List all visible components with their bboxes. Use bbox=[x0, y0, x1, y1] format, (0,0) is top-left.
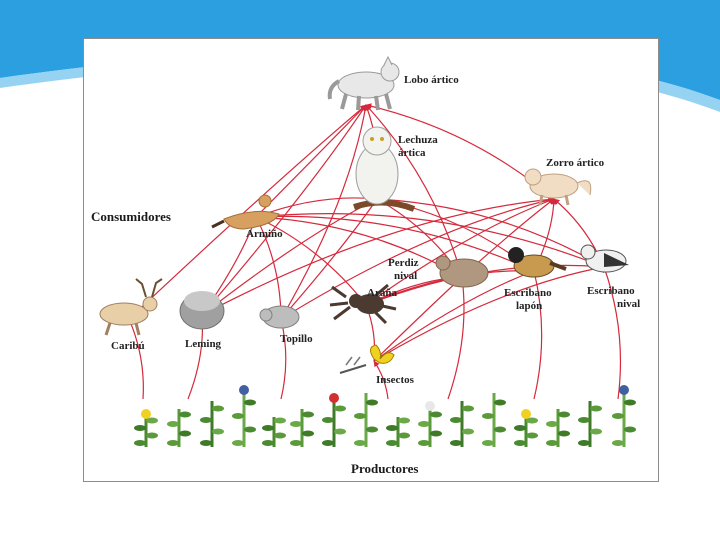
snow-bunting-illustration bbox=[581, 245, 629, 272]
plant bbox=[354, 393, 378, 447]
arrow-ptarmigan-to-ermine bbox=[256, 217, 462, 277]
plant bbox=[134, 409, 158, 447]
plant bbox=[322, 393, 346, 447]
producers-plants-row bbox=[134, 385, 636, 447]
plant bbox=[612, 385, 636, 447]
owl-label-line2: ártica bbox=[398, 147, 426, 159]
plant bbox=[200, 401, 224, 447]
spider-label: Araña bbox=[367, 287, 397, 299]
ptarmigan-label-line2: nival bbox=[394, 270, 417, 282]
lapland-bunting-label-line2: lapón bbox=[516, 300, 542, 312]
snow-bunting-label-line1: Escribano bbox=[587, 285, 635, 297]
wolf-label: Lobo ártico bbox=[404, 74, 459, 86]
caribou-illustration bbox=[100, 279, 162, 335]
insects-label: Insectos bbox=[376, 374, 415, 386]
arrow-plants-to-vole bbox=[281, 319, 286, 399]
vole-label: Topillo bbox=[280, 333, 313, 345]
food-web-diagram: Lobo ártico Lechuza ártica Zorro ártico … bbox=[84, 39, 660, 483]
arrow-plants-to-caribou bbox=[129, 319, 143, 399]
plant bbox=[262, 417, 286, 447]
caribou-label: Caribú bbox=[111, 340, 145, 352]
plant bbox=[386, 417, 410, 447]
lapland-bunting-label-line1: Escribano bbox=[504, 287, 552, 299]
plant bbox=[546, 409, 570, 447]
fox-label: Zorro ártico bbox=[546, 157, 605, 169]
lemming-illustration bbox=[180, 291, 224, 329]
plant bbox=[232, 385, 256, 447]
plant bbox=[514, 409, 538, 447]
plant bbox=[167, 409, 191, 447]
plant bbox=[290, 409, 314, 447]
ermine-label: Armiño bbox=[246, 228, 283, 240]
arctic-wolf-illustration bbox=[330, 57, 399, 110]
plant bbox=[482, 393, 506, 447]
lemming-label: Leming bbox=[185, 338, 222, 350]
plant bbox=[578, 401, 602, 447]
consumers-section-label: Consumidores bbox=[91, 209, 171, 224]
plant bbox=[450, 401, 474, 447]
ptarmigan-label-line1: Perdiz bbox=[388, 257, 419, 269]
lapland-bunting-illustration bbox=[508, 247, 566, 277]
arrow-plants-to-ptarmigan bbox=[448, 277, 464, 399]
vole-illustration bbox=[260, 306, 299, 328]
arrow-ermine-to-wolf bbox=[256, 105, 366, 217]
producers-section-label: Productores bbox=[351, 461, 418, 476]
food-web-figure: Lobo ártico Lechuza ártica Zorro ártico … bbox=[83, 38, 659, 482]
owl-label-line1: Lechuza bbox=[398, 134, 438, 146]
arctic-fox-illustration bbox=[525, 169, 591, 205]
snow-bunting-label-line2: nival bbox=[617, 298, 640, 310]
plant bbox=[418, 401, 442, 447]
